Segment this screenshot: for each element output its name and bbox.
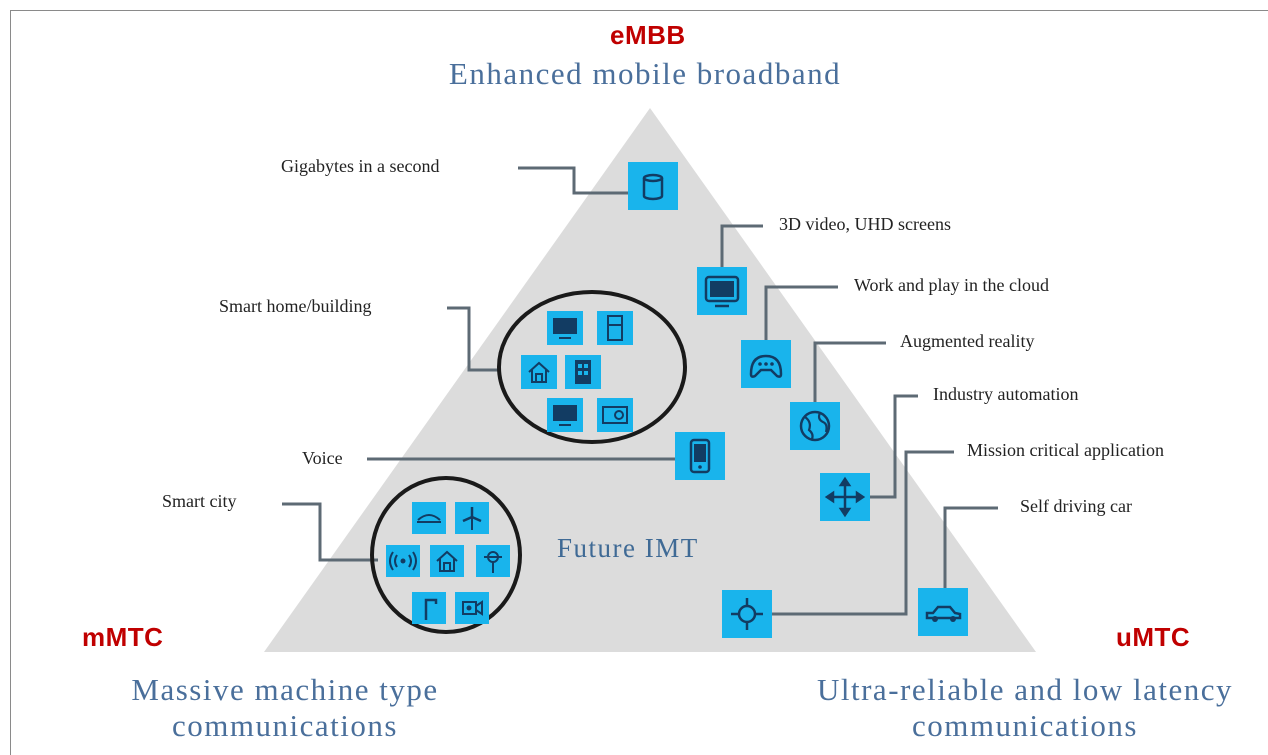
frame-top-border (10, 10, 1268, 11)
umtc-description-line1: Ultra-reliable and low latency (817, 672, 1233, 707)
smart-city-group-circle (370, 476, 522, 634)
label-industry-automation: Industry automation (933, 384, 1079, 404)
future-imt-label: Future IMT (557, 533, 699, 563)
gamepad-icon (741, 340, 791, 388)
automation-arrows-icon (820, 473, 870, 521)
connector-gigabytes (518, 166, 628, 195)
umtc-code: uMTC (1116, 622, 1191, 652)
house-icon (521, 355, 557, 389)
connector-smart-home (447, 306, 500, 372)
city-house-icon (430, 545, 464, 577)
label-voice: Voice (302, 448, 343, 468)
connector-industry (870, 394, 918, 499)
umtc-description-line2: communications (912, 708, 1138, 743)
connector-self-driving (943, 506, 998, 588)
smart-home-tv-icon (547, 311, 583, 345)
label-smart-city: Smart city (162, 491, 237, 511)
mission-critical-crosshair-icon (722, 590, 772, 638)
mobile-phone-icon (675, 432, 725, 480)
street-light-icon (412, 592, 446, 624)
refrigerator-icon (597, 311, 633, 345)
smart-home-group-circle (497, 290, 687, 444)
car-icon (918, 588, 968, 636)
label-self-driving: Self driving car (1020, 496, 1132, 516)
security-camera-icon (455, 592, 489, 624)
mmtc-description-line2: communications (172, 708, 398, 743)
label-gigabytes: Gigabytes in a second (281, 156, 440, 176)
embb-code: eMBB (610, 20, 686, 50)
label-mission-critical: Mission critical application (967, 440, 1164, 460)
label-3d-video: 3D video, UHD screens (779, 214, 951, 234)
frame-left-border (10, 10, 11, 755)
safe-icon (597, 398, 633, 432)
embb-description: Enhanced mobile broadband (448, 56, 842, 91)
radio-tower-icon (476, 545, 510, 577)
label-smart-home: Smart home/building (219, 296, 372, 316)
wireless-signal-icon (386, 545, 420, 577)
label-cloud: Work and play in the cloud (854, 275, 1050, 295)
wind-turbine-icon (455, 502, 489, 534)
connector-lines (282, 166, 998, 616)
building-icon (565, 355, 601, 389)
connector-smart-city (282, 502, 378, 562)
computer-icon (547, 398, 583, 432)
connector-ar (813, 341, 886, 402)
mmtc-code: mMTC (82, 622, 164, 652)
database-icon (628, 162, 678, 210)
globe-icon (790, 402, 840, 450)
connector-cloud (764, 285, 838, 340)
monitor-icon (697, 267, 747, 315)
label-augmented-reality: Augmented reality (900, 331, 1035, 351)
bridge-icon (412, 502, 446, 534)
connector-mission (765, 450, 954, 616)
mmtc-description-line1: Massive machine type (131, 672, 439, 707)
connector-3d-video (720, 224, 763, 267)
